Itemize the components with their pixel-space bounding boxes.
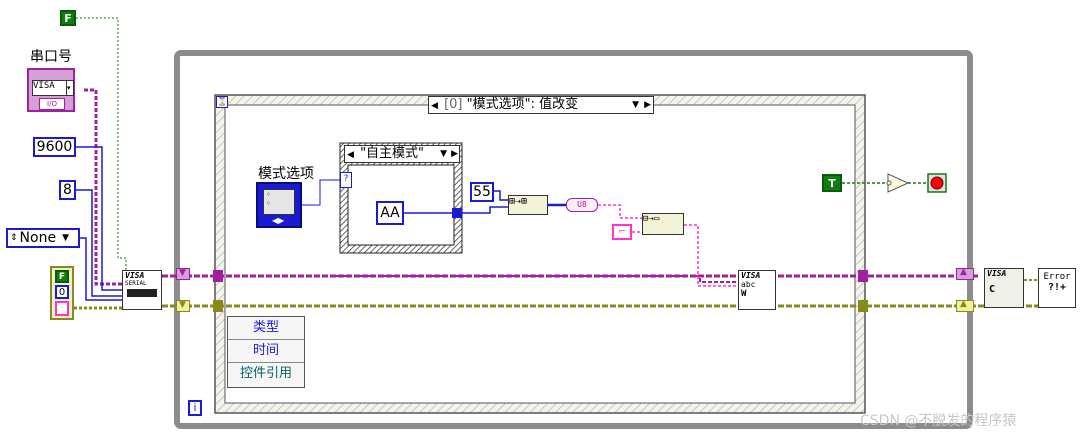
shift-register-left-refnum [176,268,190,280]
build-array-icon: ⊞⇢⊞ [509,196,528,207]
visa-write-title: VISA [741,271,761,280]
wire-concat-to-write [684,224,738,287]
visa-close-node[interactable]: VISA C [984,268,1024,308]
serial-port-icon [127,289,157,297]
data-bits-constant: 8 [59,180,76,200]
event-data-ctlref: 控件引用 [239,366,292,381]
case-dropdown-icon[interactable]: ▼ [440,149,447,159]
wire-baud [76,146,122,291]
true-constant: T [822,174,842,192]
wire-parity [80,237,122,301]
baud-rate-constant: 9600 [33,137,76,157]
event-tunnel-refnum-out [858,270,868,282]
case-selector-tunnel: ? [340,172,352,188]
u8-label: U8 [577,200,587,209]
shift-register-right-refnum-arrow: ▲ [960,267,967,277]
visa-io-badge: I/O [39,98,65,110]
visa-resource-text: VISA [33,81,55,91]
parity-value: None [19,230,57,246]
wire-mode-to-case [302,179,340,206]
shift-register-left-error [176,300,190,312]
event-tunnel-error-in [213,300,223,312]
iteration-terminal: i [188,400,202,416]
wire-case-out [462,206,508,214]
visa-config-sub: SERIAL [125,280,147,287]
event-tunnel-refnum-in [213,270,223,282]
error-code: 0 [55,285,69,299]
enum-arrow-icon: ◀▶ [272,216,285,225]
numeric-constant-55: 55 [470,182,494,202]
visa-resource-control[interactable]: VISA ▾ I/O [27,68,75,112]
case-selector-text: "自主模式" [360,146,425,161]
wire-databits [76,189,122,297]
event-selector[interactable]: ◀ [0] "模式选项": 值改变 ▼ ▶ [428,96,654,114]
mode-control-label: 模式选项 [258,166,314,182]
event-selector-text: "模式选项": 值改变 [466,97,579,112]
error-source [55,301,69,316]
visa-write-node[interactable]: VISA abc W [738,270,776,310]
serial-port-label: 串口号 [30,49,72,65]
event-structure-inner [224,104,856,404]
error-handler-sub: ?!+ [1047,282,1067,293]
visa-write-w: W [741,289,747,299]
shift-register-right-refnum [956,268,974,280]
event-prev-arrow[interactable]: ◀ [431,101,438,111]
parity-arrow-icon: ⇕ [10,233,18,243]
case-prev-arrow[interactable]: ◀ [347,150,354,160]
event-data-node: 类型 时间 控件引用 [227,316,305,388]
wire-false-constant [76,17,127,272]
empty-string-constant: ⌐ [612,224,632,240]
event-selector-index: [0] [444,97,463,112]
while-loop-frame [174,50,973,429]
false-constant: F [60,10,76,26]
wire-bytes-to-string [598,204,642,219]
event-data-type: 类型 [228,317,304,340]
concatenate-icon: ⊟⇢▭ [643,214,660,224]
shift-register-right-error [956,300,974,312]
shift-register-left-refnum-arrow: ▼ [179,268,186,278]
visa-write-sub: abc [741,280,756,289]
visa-configure-serial-node[interactable]: VISA SERIAL [122,270,162,310]
event-dropdown-icon[interactable]: ▼ [632,100,639,110]
mode-control-terminal[interactable]: ◦◦ ◀▶ [256,182,302,228]
parity-enum-constant[interactable]: ⇕ None ▼ [6,228,80,248]
event-data-time: 时间 [228,340,304,363]
wire-visa-refnum-in [84,88,122,286]
shift-register-right-error-arrow: ▲ [960,299,967,309]
watermark: CSDN @不脱发的程序猿 [860,413,1017,429]
case-next-arrow[interactable]: ▶ [451,149,458,159]
visa-close-title: VISA [987,269,1007,278]
visa-resource-dropdown-icon[interactable]: ▾ [66,80,74,96]
parity-dropdown-icon[interactable]: ▼ [62,233,69,243]
event-timeout-icon: ⌛ [216,96,228,108]
radio-icon: ◦◦ [263,189,295,215]
case-selector[interactable]: ◀ "自主模式" ▼ ▶ [344,145,460,163]
case-output-tunnel [452,208,462,218]
event-tunnel-error-out [858,300,868,312]
concatenate-strings-node[interactable]: ⊟⇢▭ [642,213,684,235]
wire-visa-refnum-branch [330,275,738,283]
shift-register-left-error-arrow: ▼ [179,300,186,310]
error-handler-title: Error [1043,272,1071,282]
error-cluster-constant: F 0 [50,266,74,320]
wire-55 [494,190,508,201]
simple-error-handler-node[interactable]: Error ?!+ [1038,268,1076,308]
error-status: F [55,270,69,283]
u8-conversion-node[interactable]: U8 [566,198,598,212]
string-constant-aa: AA [376,201,404,225]
event-next-arrow[interactable]: ▶ [644,100,651,110]
build-array-node[interactable]: ⊞⇢⊞ [508,195,548,215]
visa-close-c: C [989,284,996,295]
visa-config-title: VISA [125,271,145,280]
